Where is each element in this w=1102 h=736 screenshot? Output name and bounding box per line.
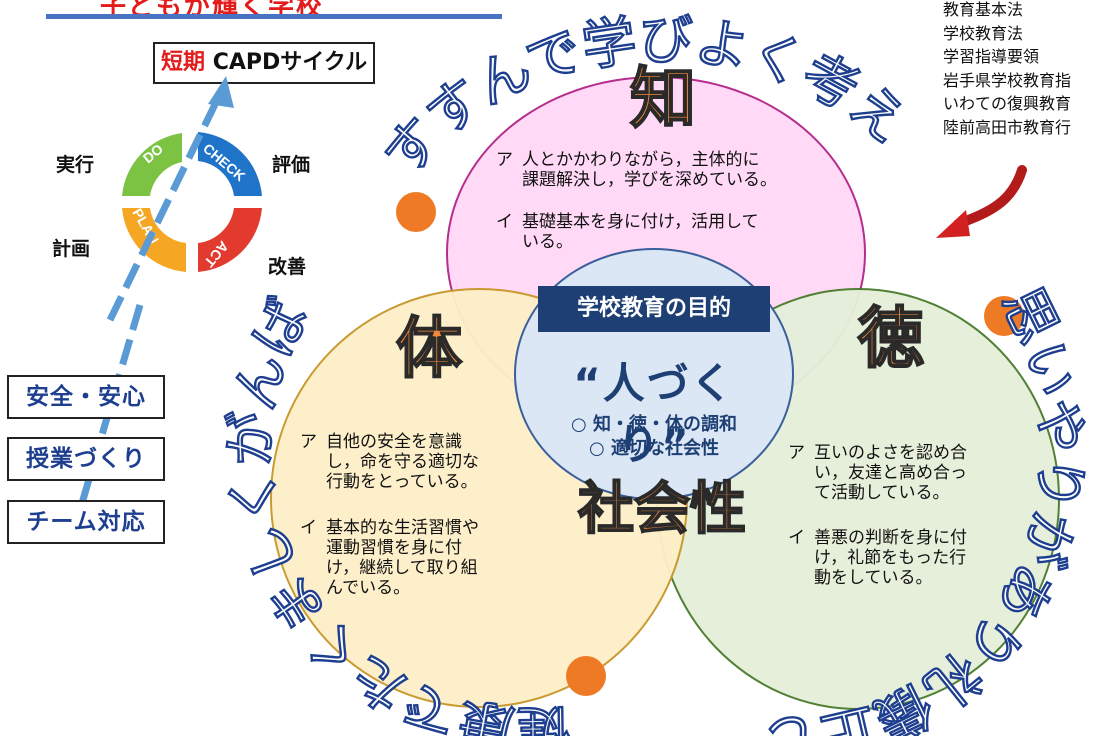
orange-dot <box>566 656 606 696</box>
hitozukuri-title: “人づくり” <box>573 359 735 469</box>
item-text: 自他の安全を意識 し，命を守る適切な 行動をとっている。 <box>326 432 479 492</box>
toku-item-a: ア互いのよさを認め合 い，友達と高め合っ て活動している。 <box>788 443 967 503</box>
law-item: 学校教育法 <box>943 23 1024 43</box>
upward-arrow-head <box>208 76 234 108</box>
item-key: ア <box>300 432 317 452</box>
item-text: 人とかかわりながら，主体的に 課題解決し，学びを深めている。 <box>522 150 777 190</box>
item-key: ア <box>496 150 513 170</box>
item-text: 善悪の判断を身に付 け，礼節をもった行 動をしている。 <box>814 528 967 588</box>
law-item: いわての復興教育 <box>943 94 1072 113</box>
toku-title: 徳 <box>857 300 925 377</box>
item-text: 互いのよさを認め合 い，友達と高め合っ て活動している。 <box>814 443 967 503</box>
capd-cycle-diagram: DO CHECK ACT PLAN <box>106 76 262 322</box>
laws-list: 教育基本法 学校教育法 学習指導要領 岩手県学校教育指 いわての復興教育 陸前高… <box>943 0 1071 139</box>
cycle-label-plan: 計画 <box>52 238 91 260</box>
item-key: イ <box>300 518 317 538</box>
toku-item-b: イ善悪の判断を身に付 け，礼節をもった行 動をしている。 <box>788 528 967 588</box>
plan-arrow <box>122 208 186 272</box>
tai-item-a: ア自他の安全を意識 し，命を守る適切な 行動をとっている。 <box>300 432 479 492</box>
orange-dot <box>396 192 436 232</box>
act-arrow <box>198 208 262 272</box>
capd-cycle-heading: 短期 CAPDサイクル <box>153 42 376 84</box>
tai-title: 体 <box>395 310 463 387</box>
chi-item-b: イ基礎基本を身に付け，活用して いる。 <box>496 212 759 252</box>
chi-item-a: ア人とかかわりながら，主体的に 課題解決し，学びを深めている。 <box>496 150 777 190</box>
side-box-team: チーム対応 <box>7 500 165 544</box>
item-key: イ <box>788 528 805 548</box>
red-curved-arrow <box>936 165 1027 238</box>
cycle-label-do: 実行 <box>56 154 95 176</box>
item-key: ア <box>788 443 805 463</box>
law-item: 教育基本法 <box>943 0 1024 19</box>
purpose-banner: 学校教育の目的 <box>538 286 770 332</box>
orange-dot <box>984 296 1024 336</box>
item-text: 基本的な生活習慣や 運動習慣を身に付 け，継続して取り組 んでいる。 <box>326 518 479 598</box>
law-item: 陸前高田市教育行 <box>943 117 1072 137</box>
capd-prefix: 短期 <box>161 50 206 75</box>
item-key: イ <box>496 212 513 232</box>
arc-text-top: すすんで学びよく考える子ども <box>0 0 918 188</box>
upward-arrow-shaft <box>106 88 226 322</box>
law-item: 学習指導要領 <box>943 47 1040 66</box>
side-box-safety: 安全・安心 <box>7 375 165 419</box>
do-arrow <box>122 133 182 196</box>
side-box-lessons: 授業づくり <box>7 437 165 481</box>
tai-item-b: イ基本的な生活習慣や 運動習慣を身に付 け，継続して取り組 んでいる。 <box>300 518 479 598</box>
cycle-label-check: 評価 <box>272 154 311 176</box>
chi-title: 知 <box>629 60 697 137</box>
check-arrow <box>198 132 262 196</box>
capd-label: CAPDサイクル <box>212 50 368 75</box>
arc-text-top-path: すすんで学びよく考える子ども <box>0 0 919 189</box>
law-item: 岩手県学校教育指 <box>943 70 1072 90</box>
title-underline <box>46 14 502 19</box>
center-bullet: ○ 知・徳・体の調和 <box>571 414 737 435</box>
item-text: 基礎基本を身に付け，活用して いる。 <box>522 212 759 252</box>
center-bullet: ○ 適切な社会性 <box>589 438 719 459</box>
social-title: 社会性 <box>577 477 747 542</box>
cycle-label-act: 改善 <box>268 256 307 278</box>
